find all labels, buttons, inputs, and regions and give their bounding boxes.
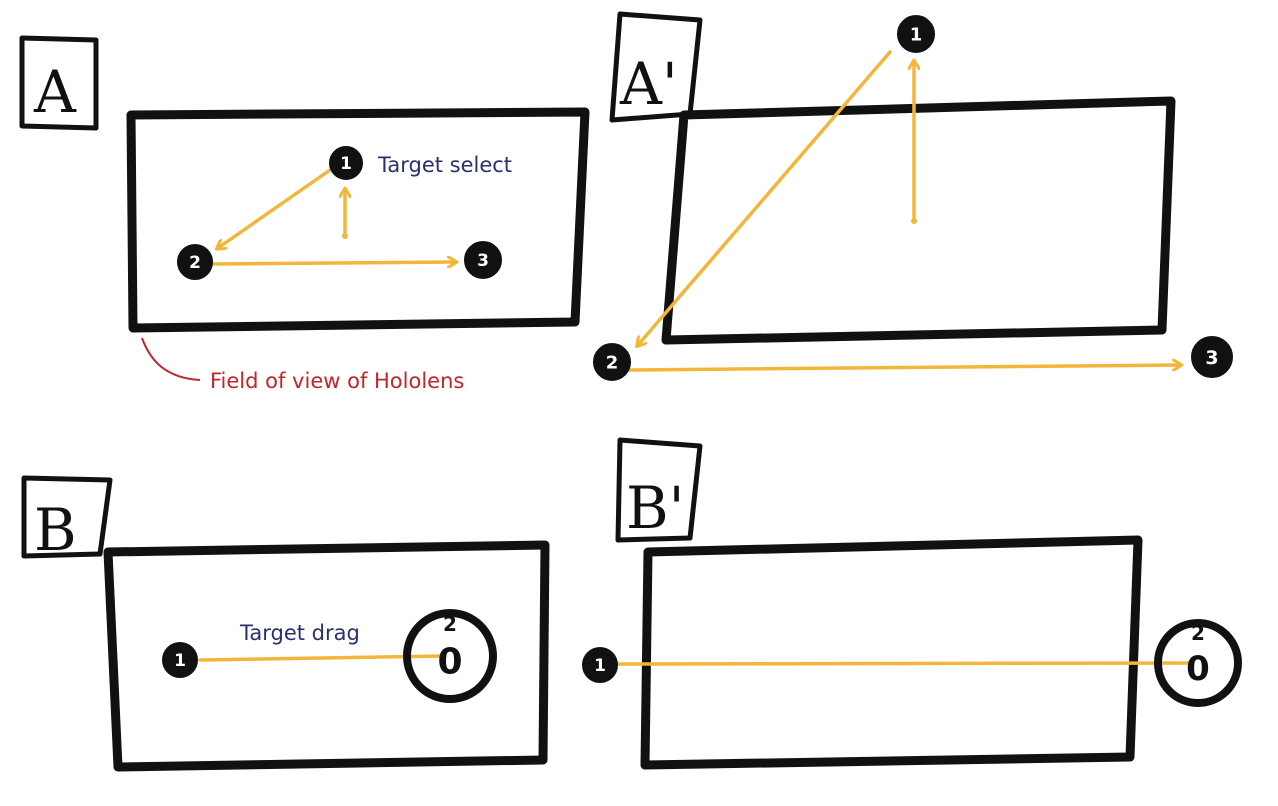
- panel-a-marker-1: 1: [329, 146, 363, 180]
- svg-text:3: 3: [1205, 347, 1218, 369]
- panel-a-prime-label: A': [619, 50, 678, 118]
- panel-a: A 1 2 3 Target select Field of view of H…: [19, 35, 590, 393]
- svg-text:1: 1: [594, 656, 606, 676]
- panel-b-prime-label: B': [626, 474, 685, 542]
- panel-a-marker-3: 3: [464, 241, 502, 279]
- panel-b-prime-label-box: [615, 437, 703, 543]
- panel-b-label: B: [34, 496, 77, 564]
- panel-a-prime-marker-2: 2: [593, 343, 631, 381]
- panel-a-marker-2: 2: [177, 244, 213, 280]
- svg-text:2: 2: [189, 253, 201, 273]
- panel-a-prime-marker-1: 1: [897, 15, 935, 53]
- panel-a-start-dot: [342, 233, 348, 239]
- svg-text:1: 1: [910, 25, 923, 46]
- svg-text:1: 1: [340, 154, 352, 174]
- panel-a-fov-leader-line: [141, 337, 201, 381]
- panel-b-prime-drag-line: [616, 661, 1192, 666]
- panel-a-arrow-2-to-3: [210, 262, 455, 264]
- panel-a-arrow-1-to-2: [218, 168, 332, 248]
- svg-text:2: 2: [606, 353, 619, 374]
- panel-b-fov-frame: [103, 540, 550, 772]
- panel-a-prime-arrow-2-to-3: [628, 365, 1180, 372]
- svg-text:2: 2: [443, 612, 457, 636]
- panel-a-prime-arrow-1-to-2: [638, 50, 892, 345]
- svg-text:3: 3: [477, 251, 489, 271]
- panel-b-target-drag-note: Target drag: [239, 621, 360, 645]
- panel-a-prime-start-dot: [911, 218, 917, 224]
- svg-text:0: 0: [1186, 649, 1210, 689]
- panel-a-prime-marker-3: 3: [1191, 336, 1233, 378]
- panel-a-prime: A' 1 2 3: [593, 11, 1233, 381]
- panel-b-prime-fov-frame: [640, 535, 1143, 770]
- svg-text:0: 0: [437, 642, 462, 683]
- svg-text:2: 2: [1191, 621, 1205, 645]
- panel-b-marker-target: 2 0: [403, 609, 497, 703]
- panel-b-prime: B' 1 2 0: [582, 437, 1242, 770]
- panel-a-prime-fov-frame: [661, 96, 1176, 345]
- panel-b-label-box: [21, 475, 113, 559]
- panel-b-prime-marker-target: 2 0: [1154, 619, 1242, 707]
- panel-a-fov-frame: [126, 107, 590, 333]
- panel-a-label: A: [33, 58, 77, 126]
- panel-b-marker-1: 1: [162, 642, 198, 678]
- panel-a-label-box: [19, 35, 99, 131]
- panel-a-fov-note: Field of view of Hololens: [210, 369, 464, 393]
- panel-a-target-select-note: Target select: [377, 153, 512, 177]
- panel-b: B 1 2 0 Target drag: [21, 475, 550, 772]
- panel-b-prime-marker-1: 1: [582, 647, 618, 683]
- svg-text:1: 1: [174, 651, 186, 671]
